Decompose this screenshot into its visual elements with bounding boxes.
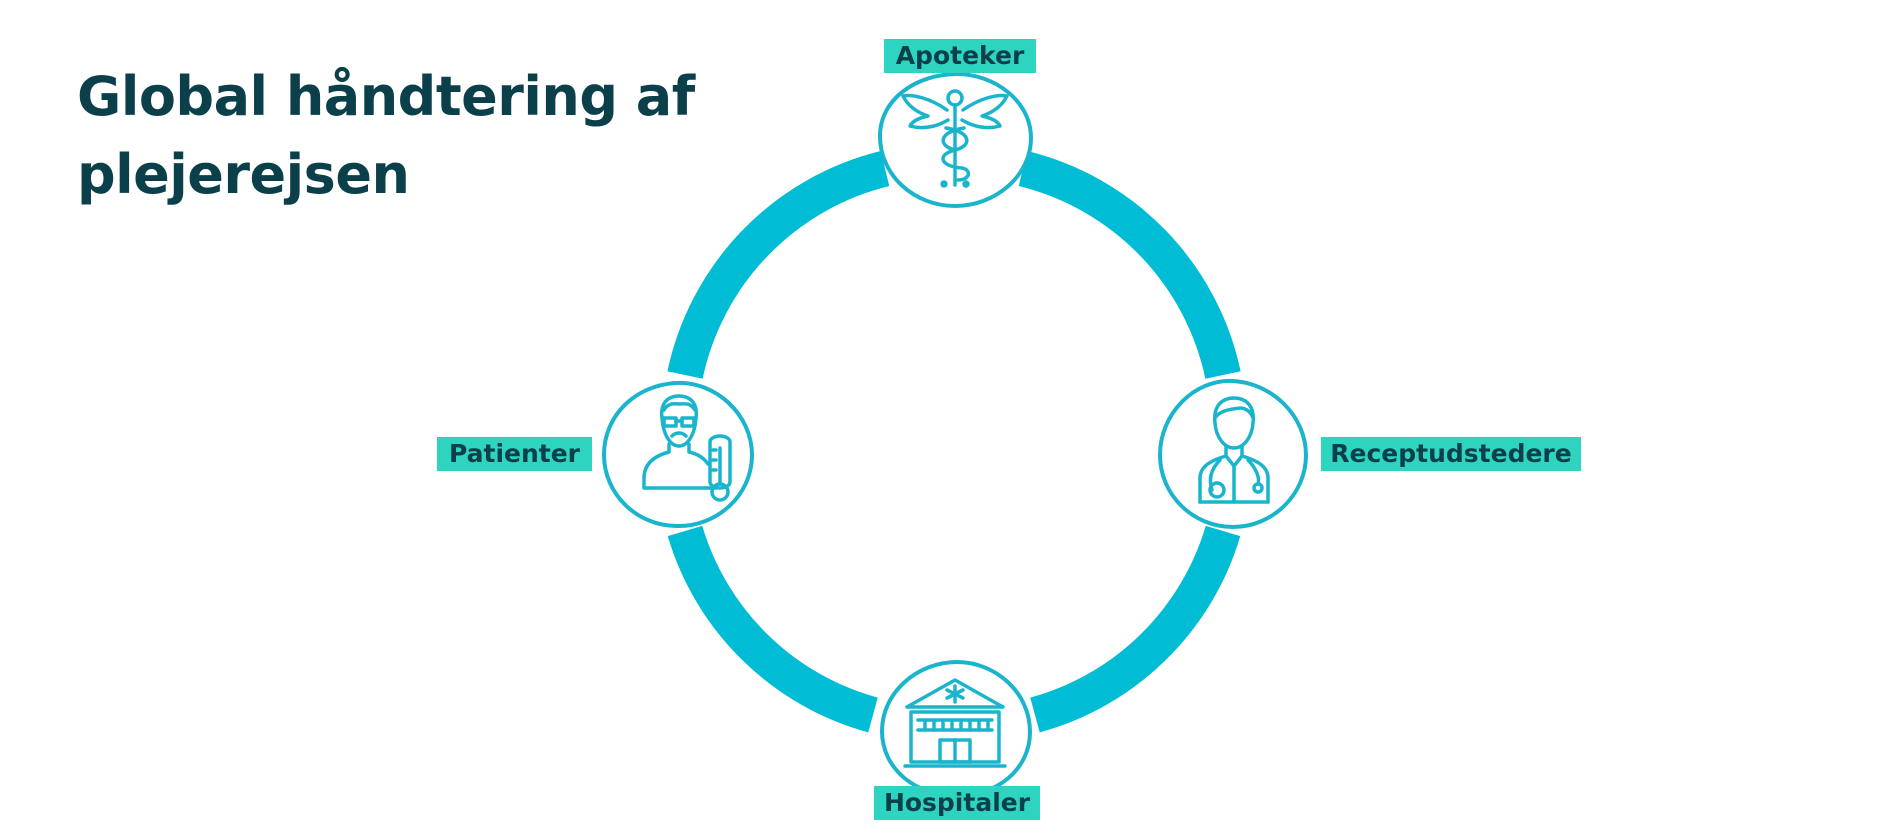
- node-label-apoteker: Apoteker: [884, 39, 1036, 73]
- hospital-icon: [903, 678, 1007, 768]
- ring-arc-top-right: [1018, 151, 1241, 379]
- doctor-icon: [1198, 396, 1270, 504]
- ring-arc-bottom-right: [1030, 525, 1241, 733]
- node-label-patienter: Patienter: [437, 437, 592, 471]
- node-circle-patienter: [601, 380, 755, 529]
- cycle-ring: [667, 151, 1241, 733]
- caduceus-icon: [901, 89, 1009, 188]
- node-circle-receptudstedere: [1157, 378, 1309, 530]
- page-title: Global håndtering af plejerejsen: [77, 65, 695, 206]
- ring-arc-top-left: [667, 151, 890, 379]
- node-label-receptudstedere: Receptudstedere: [1321, 437, 1581, 471]
- ring-arc-bottom-left: [667, 525, 878, 733]
- patient-icon: [642, 394, 732, 502]
- node-label-hospitaler: Hospitaler: [874, 786, 1040, 820]
